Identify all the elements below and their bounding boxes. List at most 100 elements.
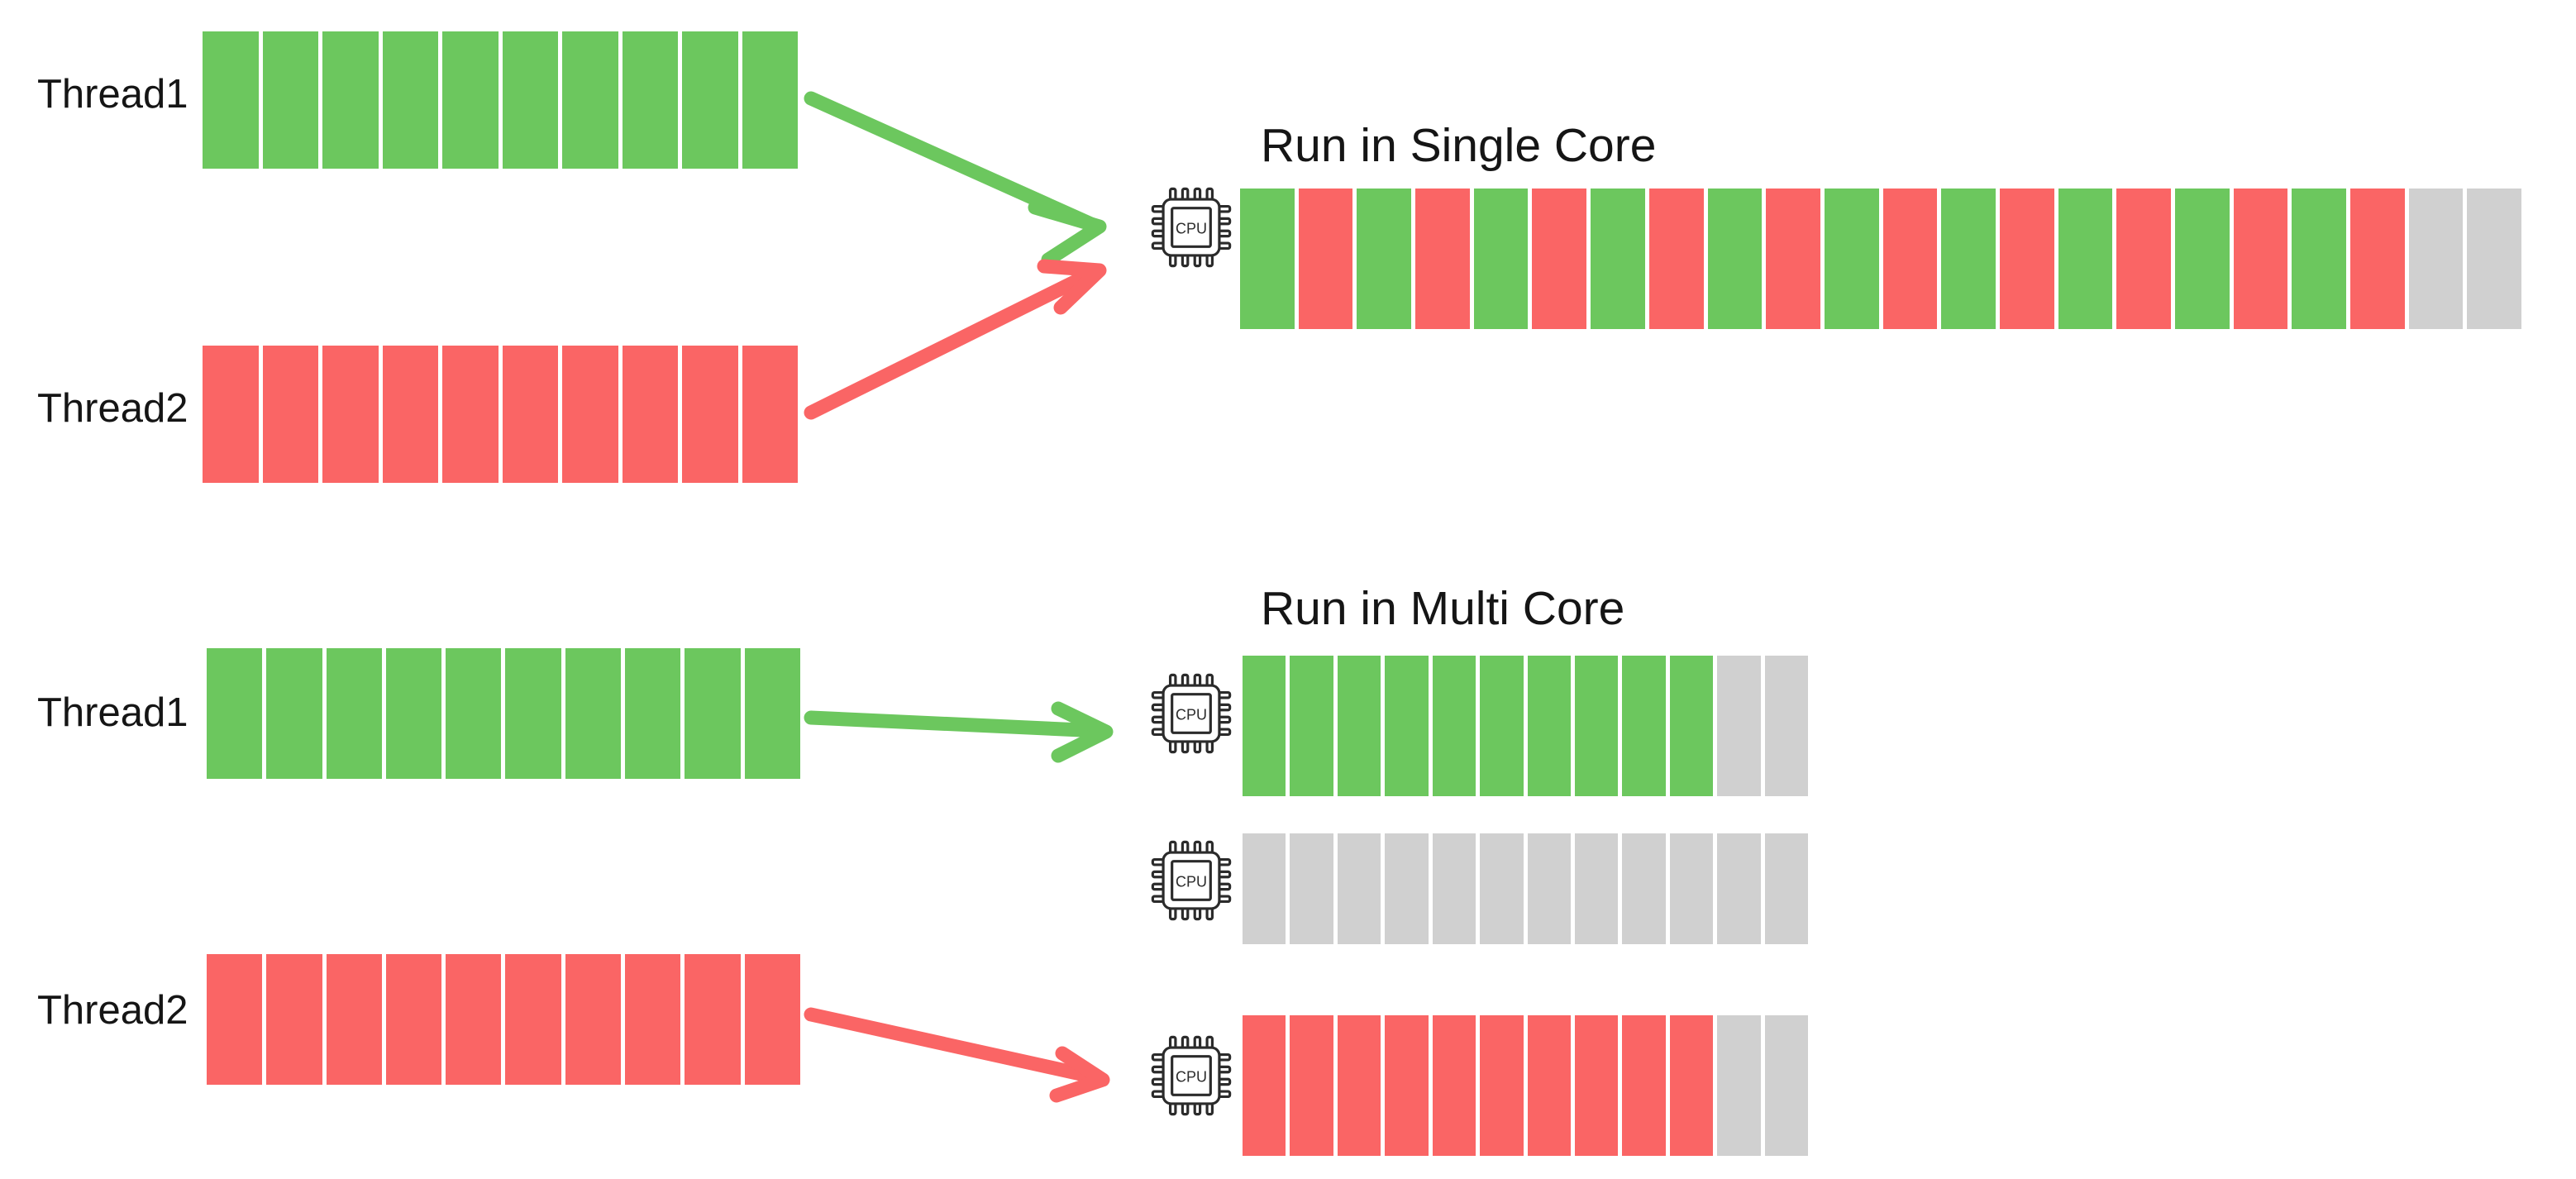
single-core-thread1-label: Thread1	[37, 72, 188, 117]
timeline-segment	[2350, 189, 2405, 329]
timeline-segment	[1337, 833, 1381, 944]
timeline-segment	[1648, 189, 1704, 329]
timeline-segment	[1480, 1015, 1524, 1156]
timeline-segment	[1480, 833, 1524, 944]
timeline-segment	[2292, 189, 2347, 329]
timeline-segment	[1882, 189, 1938, 329]
timeline-segment	[1527, 1015, 1571, 1156]
timeline-segment	[1243, 833, 1286, 944]
timeline-segment	[1707, 189, 1763, 329]
timeline-segment	[744, 648, 800, 779]
timeline-segment	[1574, 1015, 1619, 1156]
multi-core-thread1-bar	[207, 648, 800, 779]
timeline-segment	[326, 954, 382, 1085]
timeline-segment	[382, 31, 438, 169]
timeline-segment	[1290, 1015, 1333, 1156]
timeline-segment	[505, 648, 561, 779]
timeline-segment	[326, 648, 382, 779]
timeline-segment	[207, 648, 263, 779]
timeline-segment	[565, 648, 622, 779]
timeline-segment	[1574, 656, 1619, 796]
cpu-label: CPU	[1176, 1068, 1207, 1085]
cpu-chip-icon: CPU	[1147, 1032, 1235, 1119]
red-arrow-icon	[804, 259, 1107, 420]
timeline-segment	[1532, 189, 1587, 329]
timeline-segment	[385, 648, 442, 779]
timeline-segment	[562, 31, 618, 169]
timeline-segment	[1473, 189, 1529, 329]
timeline-segment	[1622, 833, 1666, 944]
timeline-segment	[1669, 1015, 1714, 1156]
timeline-segment	[1591, 189, 1645, 329]
timeline-segment	[1432, 833, 1476, 944]
timeline-segment	[1764, 656, 1809, 796]
multi-core-title: Run in Multi Core	[1261, 582, 1625, 635]
timeline-segment	[382, 346, 438, 483]
multi-core-core-1-timeline	[1243, 656, 1809, 796]
timeline-segment	[685, 954, 741, 1085]
timeline-segment	[625, 954, 681, 1085]
timeline-segment	[1622, 1015, 1666, 1156]
multi-core-thread2-bar	[207, 954, 800, 1085]
timeline-segment	[1298, 189, 1353, 329]
cpu-chip-icon: CPU	[1147, 184, 1235, 271]
timeline-segment	[2175, 189, 2230, 329]
timeline-segment	[1385, 656, 1429, 796]
timeline-segment	[625, 648, 681, 779]
timeline-segment	[682, 31, 738, 169]
timeline-segment	[1243, 656, 1286, 796]
timeline-segment	[1717, 833, 1761, 944]
timeline-segment	[565, 954, 622, 1085]
green-arrow-icon	[804, 701, 1114, 763]
timeline-segment	[207, 954, 263, 1085]
timeline-segment	[2408, 189, 2464, 329]
timeline-segment	[1574, 833, 1619, 944]
timeline-segment	[1766, 189, 1820, 329]
timeline-segment	[1999, 189, 2054, 329]
timeline-segment	[1290, 656, 1333, 796]
timeline-segment	[1824, 189, 1879, 329]
timeline-segment	[1357, 189, 1412, 329]
timeline-segment	[1622, 656, 1666, 796]
timeline-segment	[1243, 1015, 1286, 1156]
multi-core-core-3-timeline	[1243, 1015, 1809, 1156]
timeline-segment	[442, 31, 499, 169]
timeline-segment	[1764, 833, 1809, 944]
timeline-segment	[2467, 189, 2522, 329]
red-arrow-icon	[804, 1007, 1110, 1103]
timeline-segment	[262, 31, 318, 169]
single-core-timeline	[1240, 189, 2522, 329]
timeline-segment	[502, 346, 558, 483]
cpu-chip-icon: CPU	[1147, 837, 1235, 924]
cpu-label: CPU	[1176, 706, 1207, 723]
cpu-chip-icon: CPU	[1147, 670, 1235, 757]
timeline-segment	[446, 954, 502, 1085]
timeline-segment	[322, 31, 379, 169]
cpu-label: CPU	[1176, 220, 1207, 236]
multi-core-thread2-label: Thread2	[37, 988, 188, 1033]
timeline-segment	[1669, 656, 1714, 796]
timeline-segment	[1717, 656, 1761, 796]
single-core-thread1-bar	[203, 31, 798, 169]
timeline-segment	[502, 31, 558, 169]
timeline-segment	[742, 31, 798, 169]
green-arrow-icon	[804, 91, 1107, 267]
single-core-thread2-bar	[203, 346, 798, 483]
timeline-segment	[1337, 656, 1381, 796]
multi-core-core-2-timeline	[1243, 833, 1809, 944]
timeline-segment	[1385, 1015, 1429, 1156]
timeline-segment	[442, 346, 499, 483]
timeline-segment	[1290, 833, 1333, 944]
single-core-title: Run in Single Core	[1261, 119, 1657, 172]
timeline-segment	[266, 648, 322, 779]
timeline-segment	[385, 954, 442, 1085]
timeline-segment	[685, 648, 741, 779]
timeline-segment	[562, 346, 618, 483]
timeline-segment	[622, 346, 678, 483]
timeline-segment	[1240, 189, 1295, 329]
timeline-segment	[1385, 833, 1429, 944]
timeline-segment	[1415, 189, 1470, 329]
timeline-segment	[446, 648, 502, 779]
timeline-segment	[1527, 656, 1571, 796]
